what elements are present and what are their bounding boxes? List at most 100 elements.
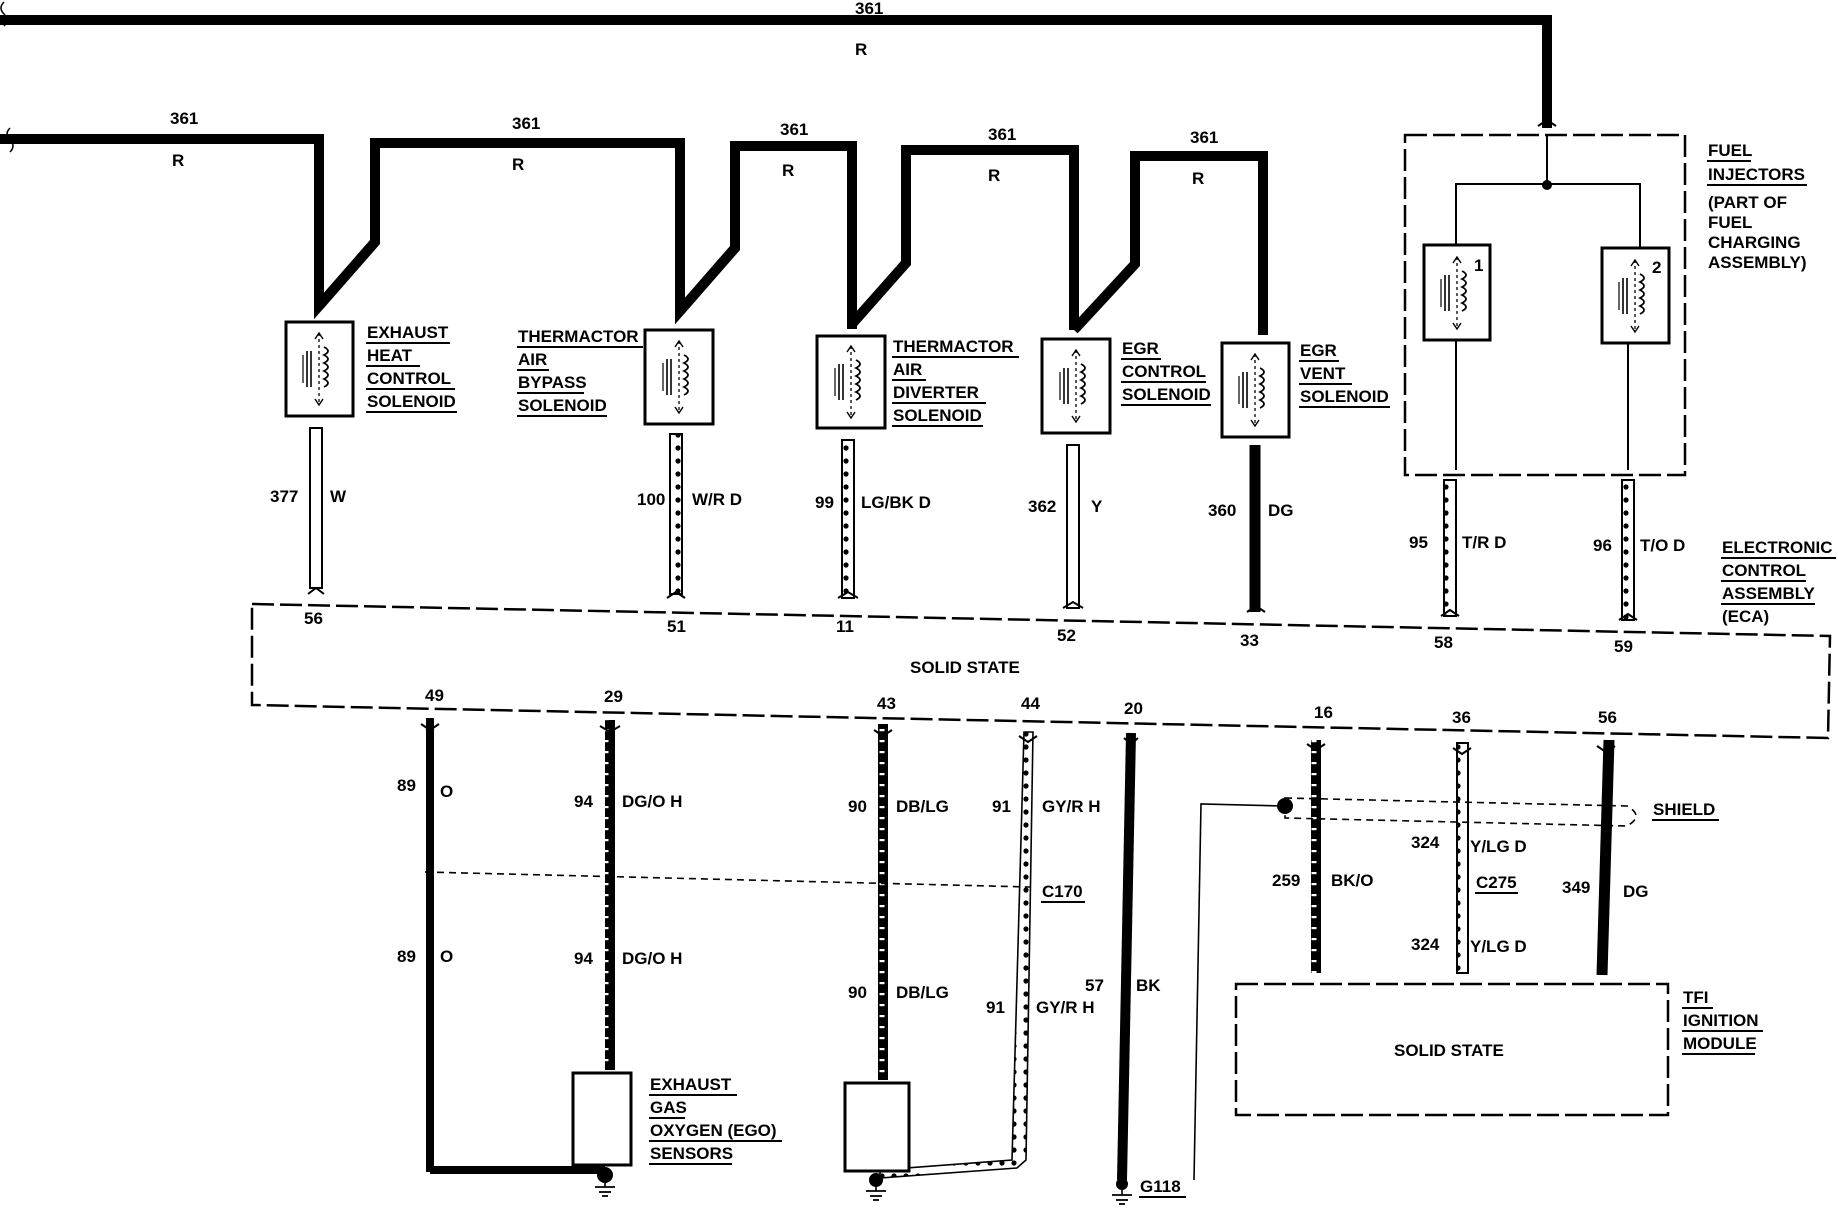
solenoid-label-line: EGR <box>1300 341 1337 360</box>
wire-color: T/O D <box>1640 536 1685 555</box>
feed-number-4: 361 <box>988 125 1016 144</box>
ego-sensors: EXHAUST GAS OXYGEN (EGO) SENSORS <box>571 1071 911 1173</box>
wire-number: 94 <box>574 792 593 811</box>
wire-number: 89 <box>397 947 416 966</box>
wire-color: DG/O H <box>622 949 682 968</box>
eca-pin: 56 <box>1598 708 1617 727</box>
wire-color: GY/R H <box>1042 797 1101 816</box>
wire-number: 89 <box>397 776 416 795</box>
wire-color: Y <box>1091 497 1103 516</box>
ego-label-line: EXHAUST <box>650 1075 732 1094</box>
wire-color: DG <box>1623 882 1649 901</box>
eca-pin: 36 <box>1452 708 1471 727</box>
ego-label-line: OXYGEN (EGO) <box>650 1121 777 1140</box>
wire-number: 362 <box>1028 497 1056 516</box>
wire-color: W/R D <box>692 490 742 509</box>
wire-number: 99 <box>815 493 834 512</box>
fuel-injectors-note: (PART OF <box>1708 193 1787 212</box>
wire-color: DG/O H <box>622 792 682 811</box>
ego-label-line: GAS <box>650 1098 687 1117</box>
wire-number: 100 <box>637 490 665 509</box>
injector-label: 2 <box>1652 258 1661 277</box>
fuel-injectors-title: FUEL <box>1708 141 1752 160</box>
tfi-ignition-module: SOLID STATE TFI IGNITION MODULE <box>1234 982 1763 1117</box>
wire-color: DB/LG <box>896 983 949 1002</box>
wire-number: 259 <box>1272 871 1300 890</box>
solenoid-label-line: THERMACTOR <box>893 337 1014 356</box>
fuel-injectors-note: FUEL <box>1708 213 1752 232</box>
tfi-label-line: IGNITION <box>1683 1011 1759 1030</box>
wire-color: LG/BK D <box>861 493 931 512</box>
fuel-injectors-note: CHARGING <box>1708 233 1801 252</box>
wire-color: R <box>855 40 867 59</box>
fuel-injectors-title: INJECTORS <box>1708 165 1805 184</box>
solenoid-label-line: CONTROL <box>1122 362 1206 381</box>
solenoid-label-line: SOLENOID <box>518 396 607 415</box>
solenoid-label-line: SOLENOID <box>367 392 456 411</box>
wire-number: 90 <box>848 797 867 816</box>
eca-pin: 52 <box>1057 626 1076 645</box>
ego-label-line: SENSORS <box>650 1144 733 1163</box>
injector-label: 1 <box>1474 256 1483 275</box>
wire-number: 96 <box>1593 536 1612 555</box>
eca-label-line: CONTROL <box>1722 561 1806 580</box>
eca-pin: 43 <box>877 694 896 713</box>
circuit-number: 361 <box>855 0 883 18</box>
wire-color: Y/LG D <box>1470 837 1527 856</box>
eca-pin: 56 <box>304 609 323 628</box>
solenoid-label-line: EGR <box>1122 339 1159 358</box>
wire-color: O <box>440 782 453 801</box>
wire-number: 324 <box>1411 833 1440 852</box>
thermactor-air-diverter-solenoid: THERMACTOR AIR DIVERTER SOLENOID 99 LG/B… <box>815 334 1019 636</box>
eca-pin: 16 <box>1314 703 1333 722</box>
solenoid-label-line: SOLENOID <box>893 406 982 425</box>
tfi-label-line: MODULE <box>1683 1034 1757 1053</box>
lower-circuits: 49 89 O 89 O 29 94 DG/O H 94 DG/O H 43 9… <box>397 686 1719 1205</box>
feed-color-5: R <box>1192 169 1204 188</box>
tfi-solid-state: SOLID STATE <box>1394 1041 1504 1060</box>
feed-color-4: R <box>988 166 1000 185</box>
wire-color: W <box>330 487 347 506</box>
feed-color-3: R <box>782 161 794 180</box>
eca-solid-state: SOLID STATE <box>910 658 1020 677</box>
eca-pin: 49 <box>425 686 444 705</box>
solenoid-label-line: THERMACTOR <box>518 327 639 346</box>
wire-color: BK <box>1136 976 1161 995</box>
wire-number: 360 <box>1208 501 1236 520</box>
circuit-361-solenoid-feed: 361 R 361 R 361 R 361 R 361 R <box>0 109 1268 335</box>
circuit-361-injector-feed: 361 R <box>0 0 1552 128</box>
feed-number-5: 361 <box>1190 128 1218 147</box>
fuel-injectors-note: ASSEMBLY) <box>1708 253 1807 272</box>
thermactor-air-bypass-solenoid: THERMACTOR AIR BYPASS SOLENOID 100 W/R D… <box>517 327 742 636</box>
eca-label-line: ELECTRONIC <box>1722 538 1833 557</box>
wire-color: GY/R H <box>1036 998 1095 1017</box>
wire-number: 57 <box>1085 976 1104 995</box>
egr-control-solenoid: EGR CONTROL SOLENOID 362 Y 52 <box>1028 337 1211 645</box>
egr-vent-solenoid: EGR VENT SOLENOID 360 DG 33 <box>1208 341 1390 650</box>
solenoid-label-line: AIR <box>893 360 922 379</box>
electronic-control-assembly: SOLID STATE ELECTRONIC CONTROL ASSEMBLY … <box>250 538 1836 740</box>
wire-color: O <box>440 947 453 966</box>
wire-number: 91 <box>986 998 1005 1017</box>
solenoid-label-line: SOLENOID <box>1122 385 1211 404</box>
solenoid-label-line: VENT <box>1300 364 1346 383</box>
exhaust-heat-control-solenoid: EXHAUST HEAT CONTROL SOLENOID 377 W 56 <box>270 320 457 628</box>
pin-connector-marks <box>307 118 1638 756</box>
eca-pin: 29 <box>604 687 623 706</box>
solenoid-label-line: DIVERTER <box>893 383 979 402</box>
solenoid-label-line: SOLENOID <box>1300 387 1389 406</box>
connector-c170: C170 <box>1042 882 1083 901</box>
eca-pin: 58 <box>1434 633 1453 652</box>
connector-c275: C275 <box>1476 873 1517 892</box>
wire-color: DG <box>1268 501 1294 520</box>
solenoid-label-line: HEAT <box>367 346 413 365</box>
feed-color-1: R <box>172 151 184 170</box>
ground-icon <box>1111 1190 1133 1205</box>
wire-number: 91 <box>992 797 1011 816</box>
feed-number-3: 361 <box>780 120 808 139</box>
tfi-label-line: TFI <box>1683 988 1709 1007</box>
eca-pin: 59 <box>1614 637 1633 656</box>
eca-label-line: (ECA) <box>1722 607 1769 626</box>
wire-color: BK/O <box>1331 871 1374 890</box>
